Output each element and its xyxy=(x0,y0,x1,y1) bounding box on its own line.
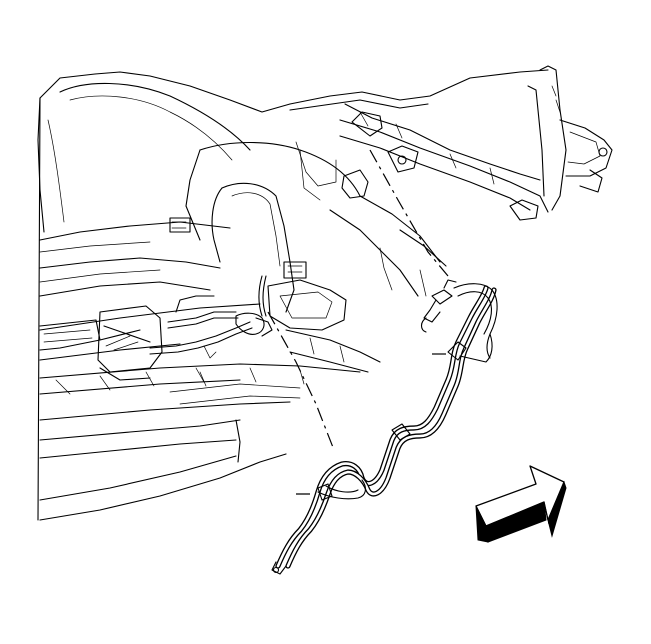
front-arrow-icon xyxy=(475,465,567,543)
installed-brake-lines xyxy=(149,275,273,359)
brake-pipe-assembly xyxy=(271,279,498,575)
vehicle-body-structure xyxy=(37,65,613,521)
alignment-callout-lines xyxy=(267,149,449,495)
tank-strap-bracket xyxy=(39,305,163,381)
